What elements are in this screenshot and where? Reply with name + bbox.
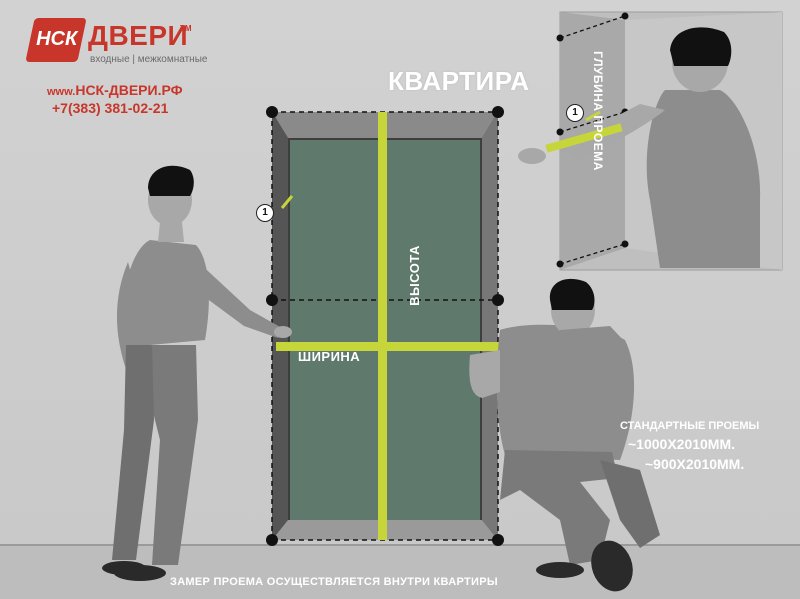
logo-mark: НСК [25, 18, 87, 62]
depth-inset [518, 11, 783, 271]
room-label: КВАРТИРА [388, 66, 530, 96]
measure-points [266, 106, 504, 546]
standard-title: СТАНДАРТНЫЕ ПРОЕМЫ [620, 420, 760, 432]
callout-left: 1 [256, 204, 274, 222]
standard-size-1: ~1000Х2010ММ. [628, 436, 736, 452]
brand-logo[interactable]: НСК ДВЕРИ ТМ входные | межкомнатные [25, 14, 207, 76]
height-label: ВЫСОТА [406, 245, 422, 306]
footer-note: ЗАМЕР ПРОЕМА ОСУЩЕСТВЛЯЕТСЯ ВНУТРИ КВАРТ… [170, 576, 498, 588]
width-tape [276, 342, 544, 351]
phone-number: +7(383) 381-02-21 [52, 100, 169, 116]
height-tape [378, 112, 387, 540]
depth-label: ГЛУБИНА ПРОЕМА [590, 51, 605, 171]
logo-name: ДВЕРИ [88, 20, 189, 51]
standard-size-2: ~900Х2010ММ. [645, 456, 745, 472]
standing-man [102, 165, 292, 581]
callout-inset: 1 [566, 104, 584, 122]
logo-tm: ТМ [180, 24, 192, 33]
width-label: ШИРИНА [298, 349, 361, 364]
website-link[interactable]: www.НСК-ДВЕРИ.РФ [47, 82, 183, 98]
crouching-man [469, 278, 660, 592]
logo-subtitle: входные | межкомнатные [90, 54, 208, 65]
